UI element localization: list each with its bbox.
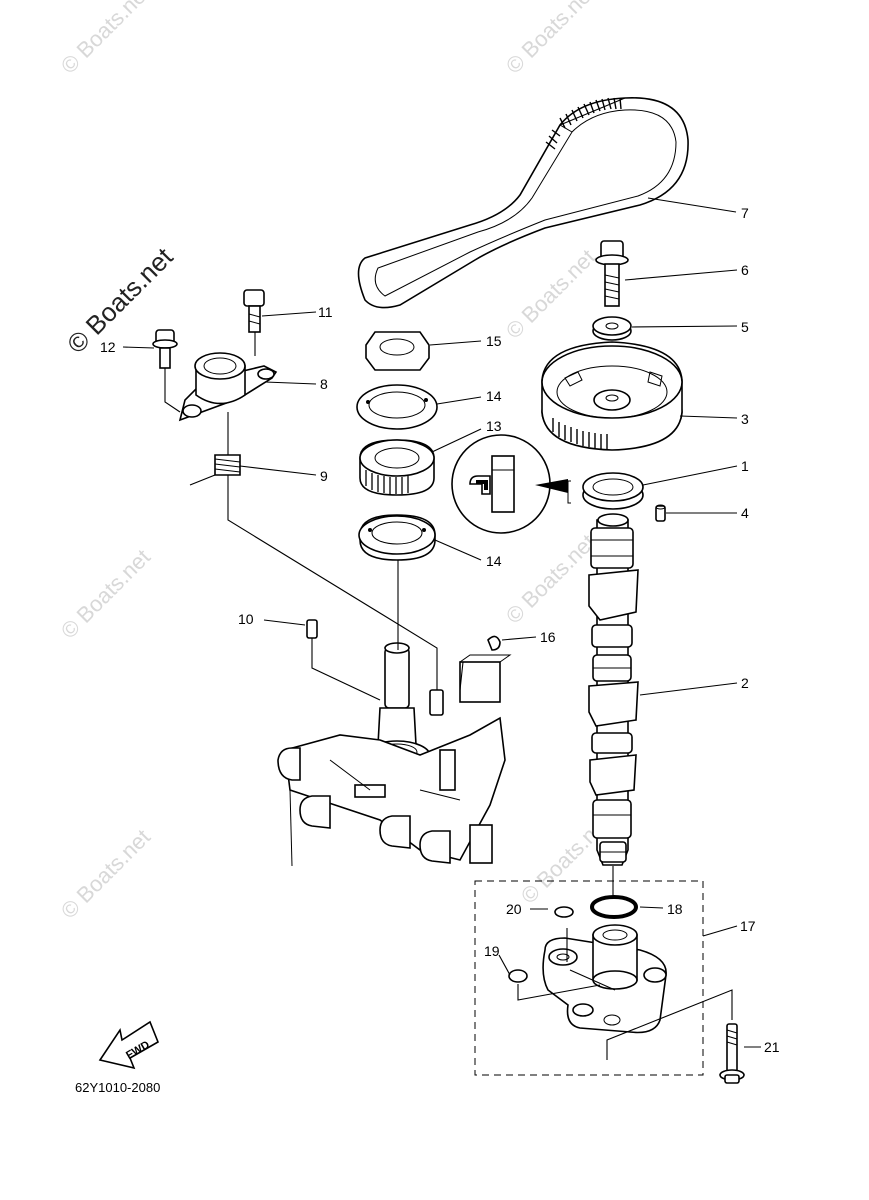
diagram-code: 62Y1010-2080 [75,1080,160,1095]
callout-9: 9 [320,468,328,484]
tensioner-8 [178,352,278,422]
callout-16: 16 [540,629,556,645]
washer-5 [592,316,632,341]
camshaft [588,513,639,866]
o-ring-19 [508,969,528,983]
cylinder-block [277,642,512,867]
leader-lines [122,197,761,1060]
oil-pump [542,924,667,1034]
watermark-faint: © Boats.net [501,0,600,79]
dowel-pin-4 [655,504,666,522]
watermark-faint: © Boats.net [56,0,155,79]
callout-2: 2 [741,675,749,691]
dowel-pin-10 [306,619,318,639]
callout-10: 10 [238,611,254,627]
callout-1: 1 [741,458,749,474]
callout-14-upper: 14 [486,388,502,404]
watermark-faint: © Boats.net [56,544,155,643]
callout-20: 20 [506,901,522,917]
plate-14-lower [358,514,436,561]
callout-19: 19 [484,943,500,959]
watermark-faint: © Boats.net [501,529,600,628]
callout-15: 15 [486,333,502,349]
callout-17: 17 [740,918,756,934]
bolt-6 [595,240,629,307]
callout-8: 8 [320,376,328,392]
callout-18: 18 [667,901,683,917]
callout-7: 7 [741,205,749,221]
o-ring-20 [554,906,574,918]
seal-detail-inset [451,434,568,534]
callout-3: 3 [741,411,749,427]
oil-pump-group-box [474,880,704,1076]
callout-5: 5 [741,319,749,335]
gear-13 [359,439,435,496]
plate-14-upper [356,384,438,430]
callout-13: 13 [486,418,502,434]
callout-12: 12 [100,339,116,355]
callout-11: 11 [318,304,333,320]
callout-14-lower: 14 [486,553,502,569]
bolt-12 [152,329,178,369]
nut-15 [365,331,430,371]
timing-belt [357,97,689,309]
woodruff-key-16 [487,635,501,651]
bolt-11 [243,289,265,333]
callout-labels: 1 2 3 4 5 6 7 8 9 10 11 12 13 14 14 15 1… [100,205,780,1055]
fwd-arrow-icon: FWD [98,1020,160,1070]
callout-6: 6 [741,262,749,278]
spring-9 [214,454,241,476]
bolt-21 [719,1023,745,1084]
callout-4: 4 [741,505,749,521]
watermark-faint: © Boats.net [501,244,600,343]
o-ring-18 [590,895,638,919]
watermark-faint: © Boats.net [56,824,155,923]
callout-21: 21 [764,1039,780,1055]
oil-seal [567,472,644,510]
camshaft-pulley [541,341,683,451]
